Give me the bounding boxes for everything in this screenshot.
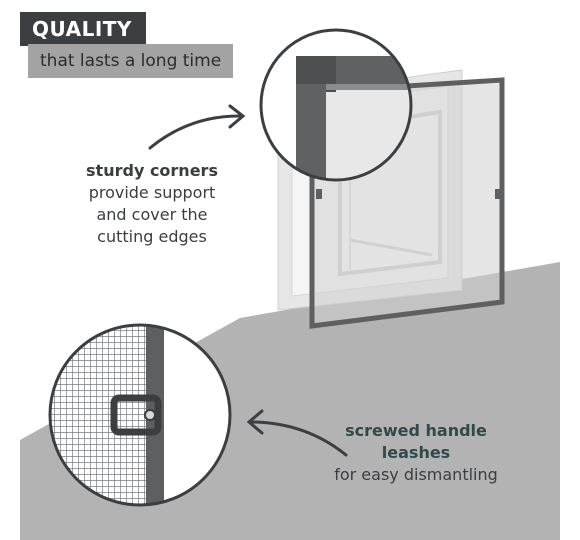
callout-handle-leashes: screwed handle leashes for easy dismantl…	[318, 420, 514, 486]
callout-title: leashes	[381, 443, 451, 462]
callout-title: sturdy corners	[86, 161, 218, 180]
arrow-handle-icon	[246, 409, 348, 457]
callout-desc-line: for easy dismantling	[334, 465, 498, 484]
callout-desc-line: provide support	[88, 183, 216, 202]
quality-badge: QUALITY	[20, 12, 146, 46]
callout-sturdy-corners: sturdy corners provide support and cover…	[62, 160, 242, 248]
callout-desc-line: and cover the	[96, 205, 208, 224]
arrow-corner-icon	[148, 104, 246, 150]
callout-desc-line: cutting edges	[97, 227, 207, 246]
callout-title: screwed handle	[345, 421, 487, 440]
corner-detail-circle	[259, 28, 413, 182]
quality-subtitle: that lasts a long time	[28, 44, 234, 78]
